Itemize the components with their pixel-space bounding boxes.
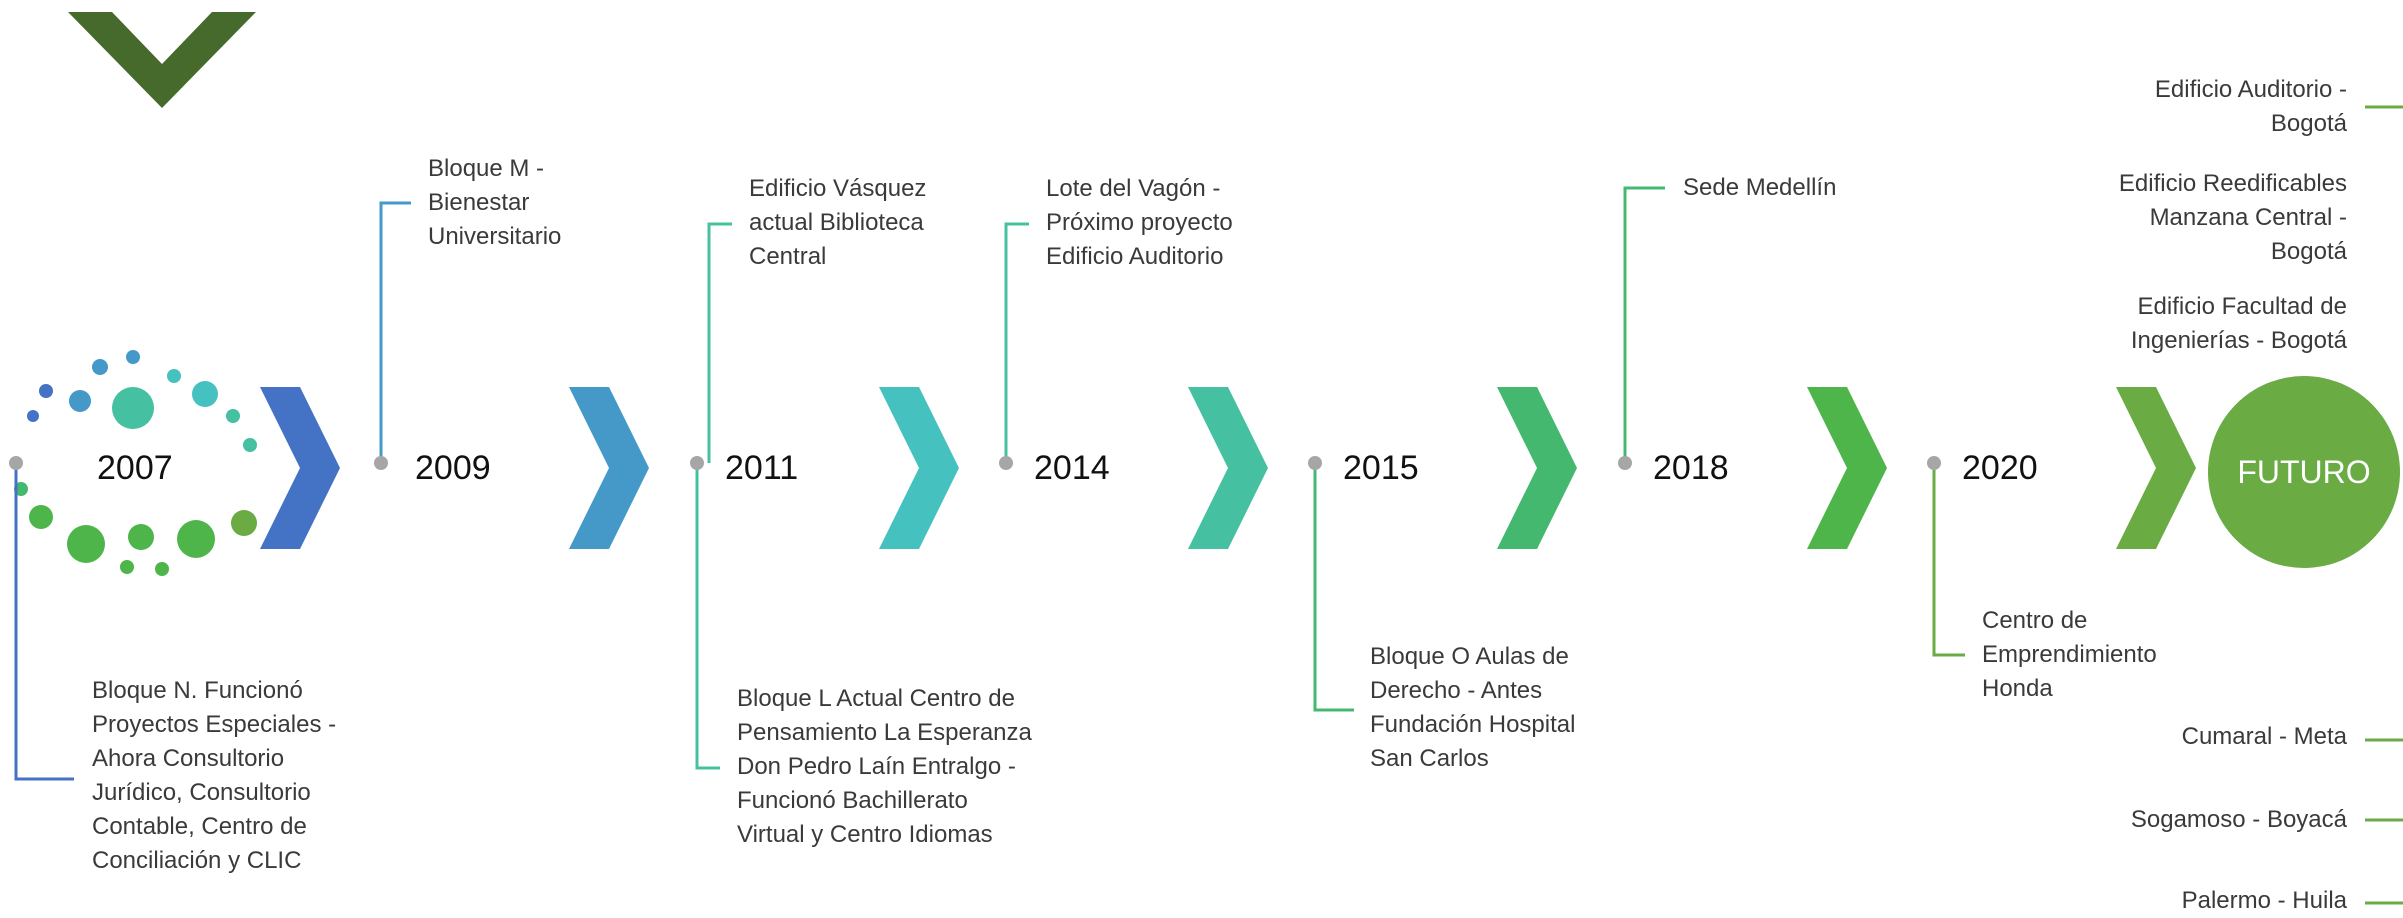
year-label-2011: 2011 (725, 449, 799, 487)
chevron-2018-icon (1807, 387, 1887, 549)
year-label-2009: 2009 (415, 449, 491, 487)
chevron-2020-icon (2116, 387, 2196, 549)
connector-2015 (1313, 463, 1354, 712)
event-2011-top: Edificio Vásquez actual Biblioteca Centr… (749, 175, 927, 270)
marker-2015 (1308, 456, 1322, 470)
top-chevron-icon (68, 12, 256, 108)
event-2015-bottom: Bloque O Aulas de Derecho - Antes Fundac… (1370, 643, 1576, 772)
marker-2007 (9, 456, 23, 470)
futuro-label: FUTURO (2237, 454, 2371, 490)
connector-2014 (1004, 222, 1029, 463)
year-label-2015: 2015 (1343, 449, 1419, 487)
chevron-2009-icon (569, 387, 649, 549)
future-ingenierias: Edificio Facultad de Ingenierías - Bogot… (2130, 293, 2347, 354)
connector-2011-top (707, 222, 732, 463)
connector-2020 (1932, 463, 1965, 657)
year-label-2018: 2018 (1653, 449, 1729, 487)
year-label-2014: 2014 (1034, 449, 1110, 487)
future-sogamoso: Sogamoso - Boyacá (2130, 806, 2347, 833)
marker-2018 (1618, 456, 1632, 470)
futuro-circle (2208, 376, 2400, 568)
event-2009-top: Bloque M - Bienestar Universitario (428, 155, 562, 250)
event-2020-bottom: Centro de Emprendimiento Honda (1982, 607, 2157, 702)
marker-2011 (690, 456, 704, 470)
event-2011-bottom: Bloque L Actual Centro de Pensamiento La… (737, 685, 1032, 848)
chevron-2011-icon (879, 387, 959, 549)
year-markers (9, 456, 1941, 470)
event-2018-top: Sede Medellín (1683, 174, 1837, 201)
year-label-2020: 2020 (1962, 449, 2038, 487)
dot-cluster-decoration (14, 350, 257, 576)
chevron-2007-icon (260, 387, 340, 549)
connector-2011-bottom (695, 463, 720, 770)
event-2007-bottom: Bloque N. Funcionó Proyectos Especiales … (92, 677, 337, 874)
year-label-2007: 2007 (97, 449, 173, 487)
future-palermo: Palermo - Huila (2181, 887, 2347, 914)
connector-lines (14, 105, 2403, 905)
future-cumaral: Cumaral - Meta (2181, 723, 2347, 750)
connector-2018 (1623, 186, 1665, 463)
chevron-2015-icon (1497, 387, 1577, 549)
connector-2007 (14, 463, 74, 781)
connector-2009 (379, 201, 411, 463)
future-auditorio: Edificio Auditorio - Bogotá (2154, 76, 2347, 137)
chevron-2014-icon (1188, 387, 1268, 549)
arrow-chevrons (260, 387, 2196, 549)
marker-2009 (374, 456, 388, 470)
future-reedificables: Edificio Reedificables Manzana Central -… (2118, 170, 2347, 265)
marker-2020 (1927, 456, 1941, 470)
marker-2014 (999, 456, 1013, 470)
event-2014-top: Lote del Vagón - Próximo proyecto Edific… (1046, 175, 1233, 270)
